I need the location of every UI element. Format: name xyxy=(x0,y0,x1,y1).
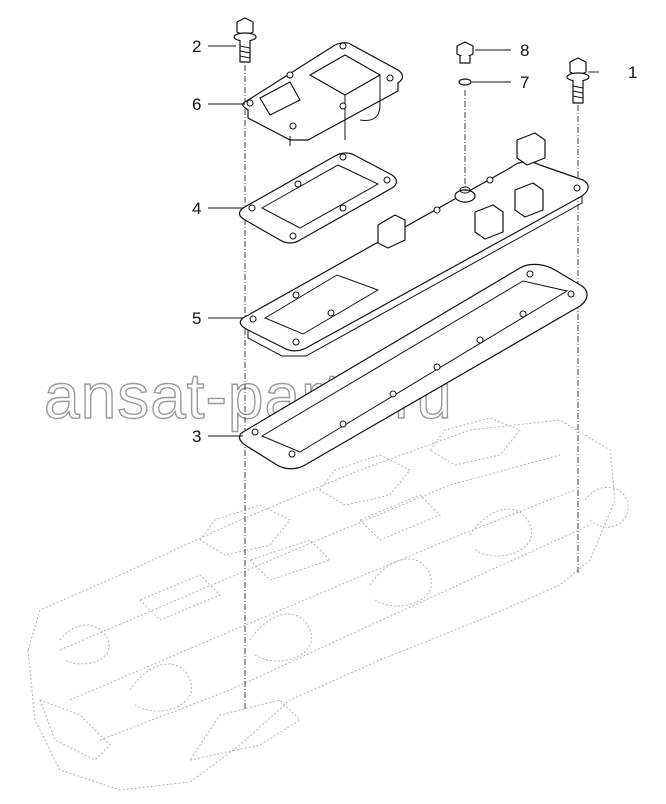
callout-6: 6 xyxy=(192,95,201,114)
callout-3: 3 xyxy=(192,427,201,446)
engine-head-ghost xyxy=(27,417,629,791)
plug xyxy=(456,41,474,64)
flange-bolt-left xyxy=(233,17,257,63)
cover-gasket-lower xyxy=(238,263,588,470)
flange-gasket xyxy=(238,152,398,244)
callout-8: 8 xyxy=(520,41,529,60)
valve-cover xyxy=(239,132,589,357)
intake-flange xyxy=(242,42,404,146)
leader-lines xyxy=(208,45,599,437)
callout-5: 5 xyxy=(192,309,201,328)
callout-2: 2 xyxy=(192,37,201,56)
flange-bolt-right xyxy=(566,57,590,104)
callout-labels: 1 2 3 4 5 6 7 8 xyxy=(192,37,637,446)
o-ring xyxy=(458,78,472,86)
callout-1: 1 xyxy=(628,63,637,82)
callout-4: 4 xyxy=(192,199,201,218)
callout-7: 7 xyxy=(520,73,529,92)
